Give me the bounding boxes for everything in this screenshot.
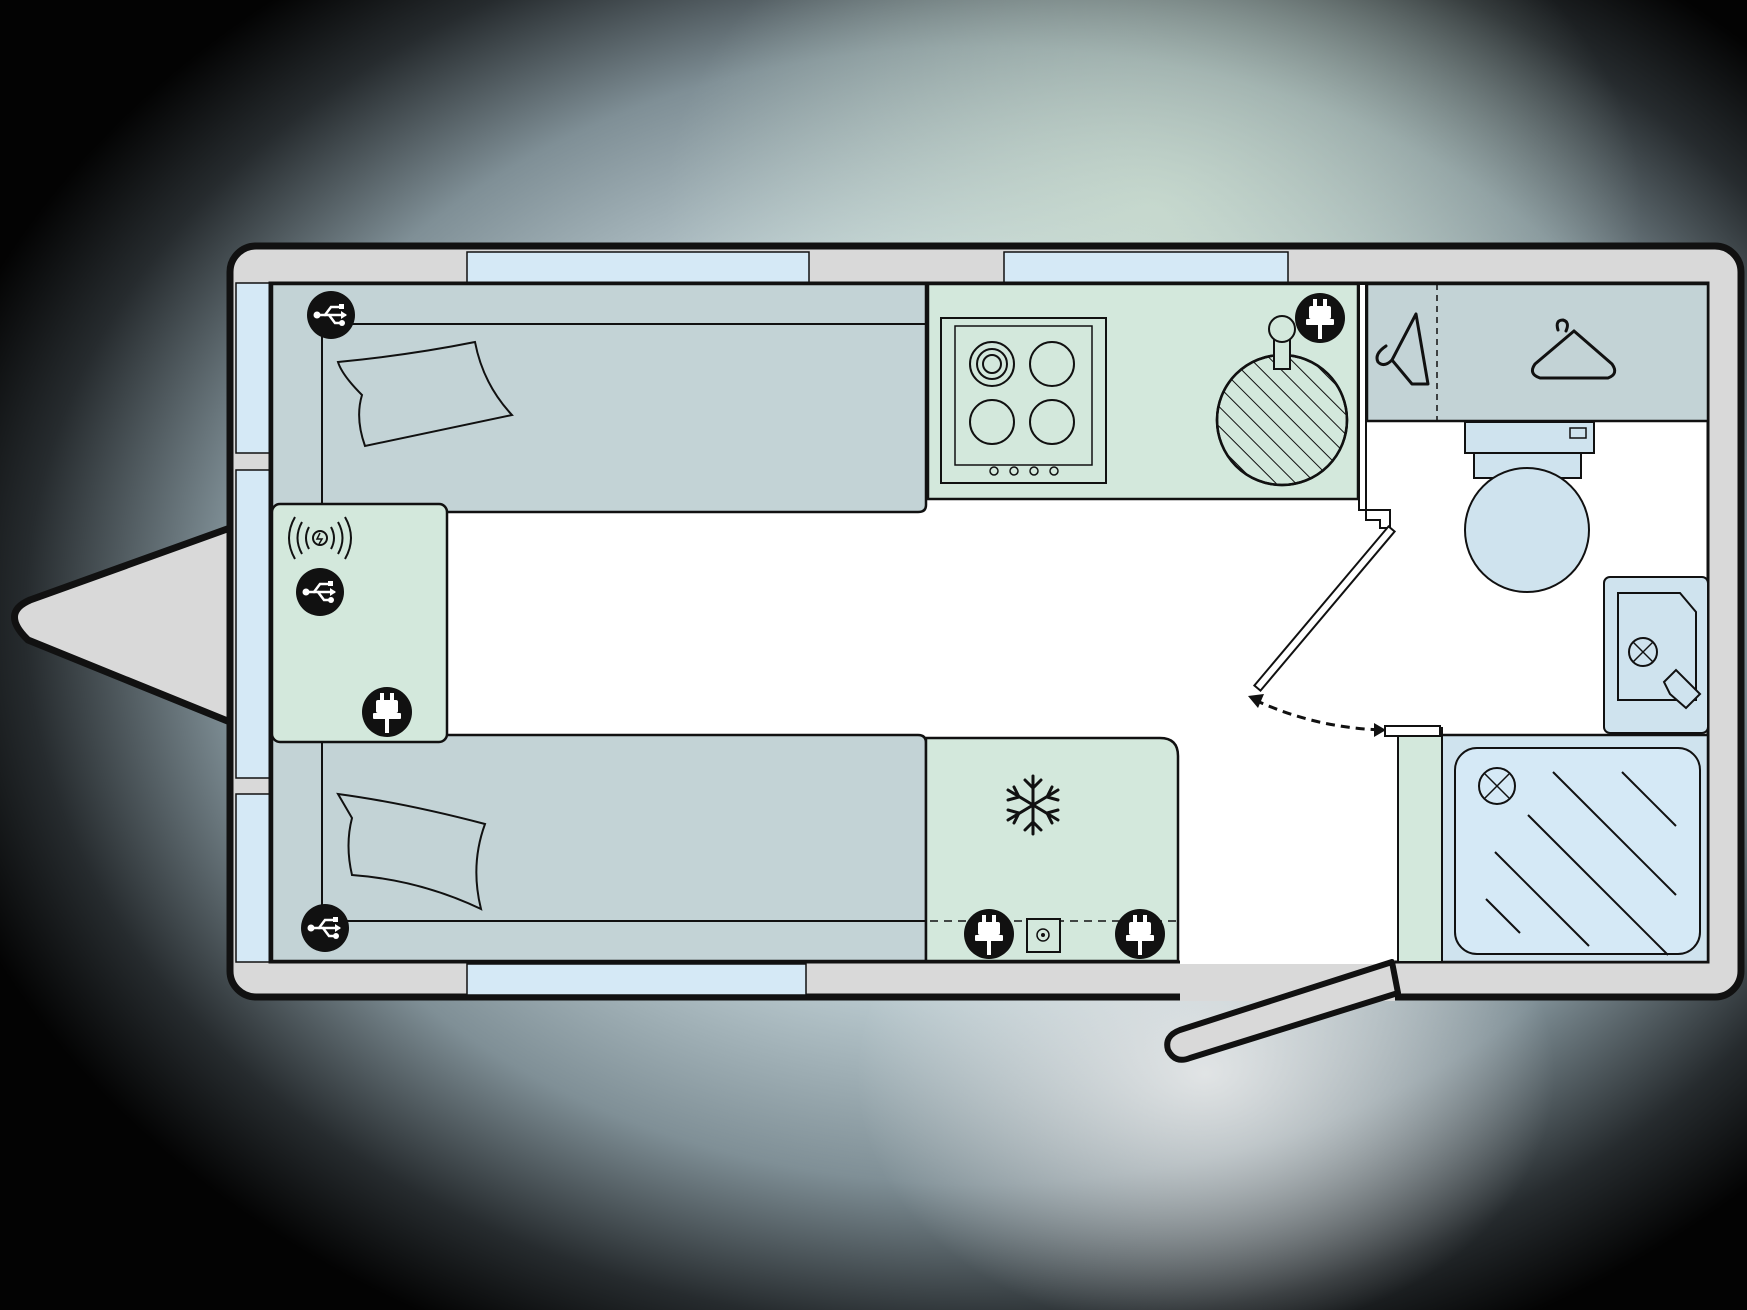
window-top-left [466, 251, 810, 284]
fridge-snowflake-icon [1006, 774, 1060, 836]
shower-tray-icon [1439, 733, 1710, 964]
front-chest [270, 502, 449, 744]
window-front-middle [235, 469, 271, 779]
washroom-door-panel [1397, 727, 1443, 963]
washroom-partition-wall [1358, 283, 1391, 529]
pillow-icon [336, 340, 514, 448]
mains-socket-icon [1295, 293, 1345, 343]
usb-socket-icon [301, 904, 349, 952]
mains-socket-icon [362, 687, 412, 737]
basin-icon [1603, 576, 1709, 734]
window-top-right [1003, 251, 1289, 284]
door-swing-arrow [1254, 698, 1384, 732]
wardrobe [1365, 282, 1710, 423]
pillow-icon [336, 792, 487, 911]
window-front-upper [235, 282, 271, 454]
front-left-berth [270, 282, 928, 514]
usb-socket-icon [307, 291, 355, 339]
sink-icon [1215, 315, 1349, 487]
toilet-icon [1464, 421, 1595, 593]
fridge-unit [924, 736, 1180, 963]
washroom-door-jamb [1384, 725, 1441, 737]
window-bottom-left [466, 963, 807, 996]
hob-icon [940, 317, 1107, 484]
wireless-charging-icon [288, 516, 352, 560]
entrance-door [1164, 959, 1401, 1063]
window-front-lower [235, 793, 271, 963]
coat-hanger-icon [1375, 312, 1430, 386]
usb-socket-icon [296, 568, 344, 616]
mains-socket-icon [1115, 909, 1165, 959]
mains-socket-icon [964, 909, 1014, 959]
a-frame-hitch [11, 524, 234, 726]
coat-hanger-icon [1530, 318, 1617, 380]
